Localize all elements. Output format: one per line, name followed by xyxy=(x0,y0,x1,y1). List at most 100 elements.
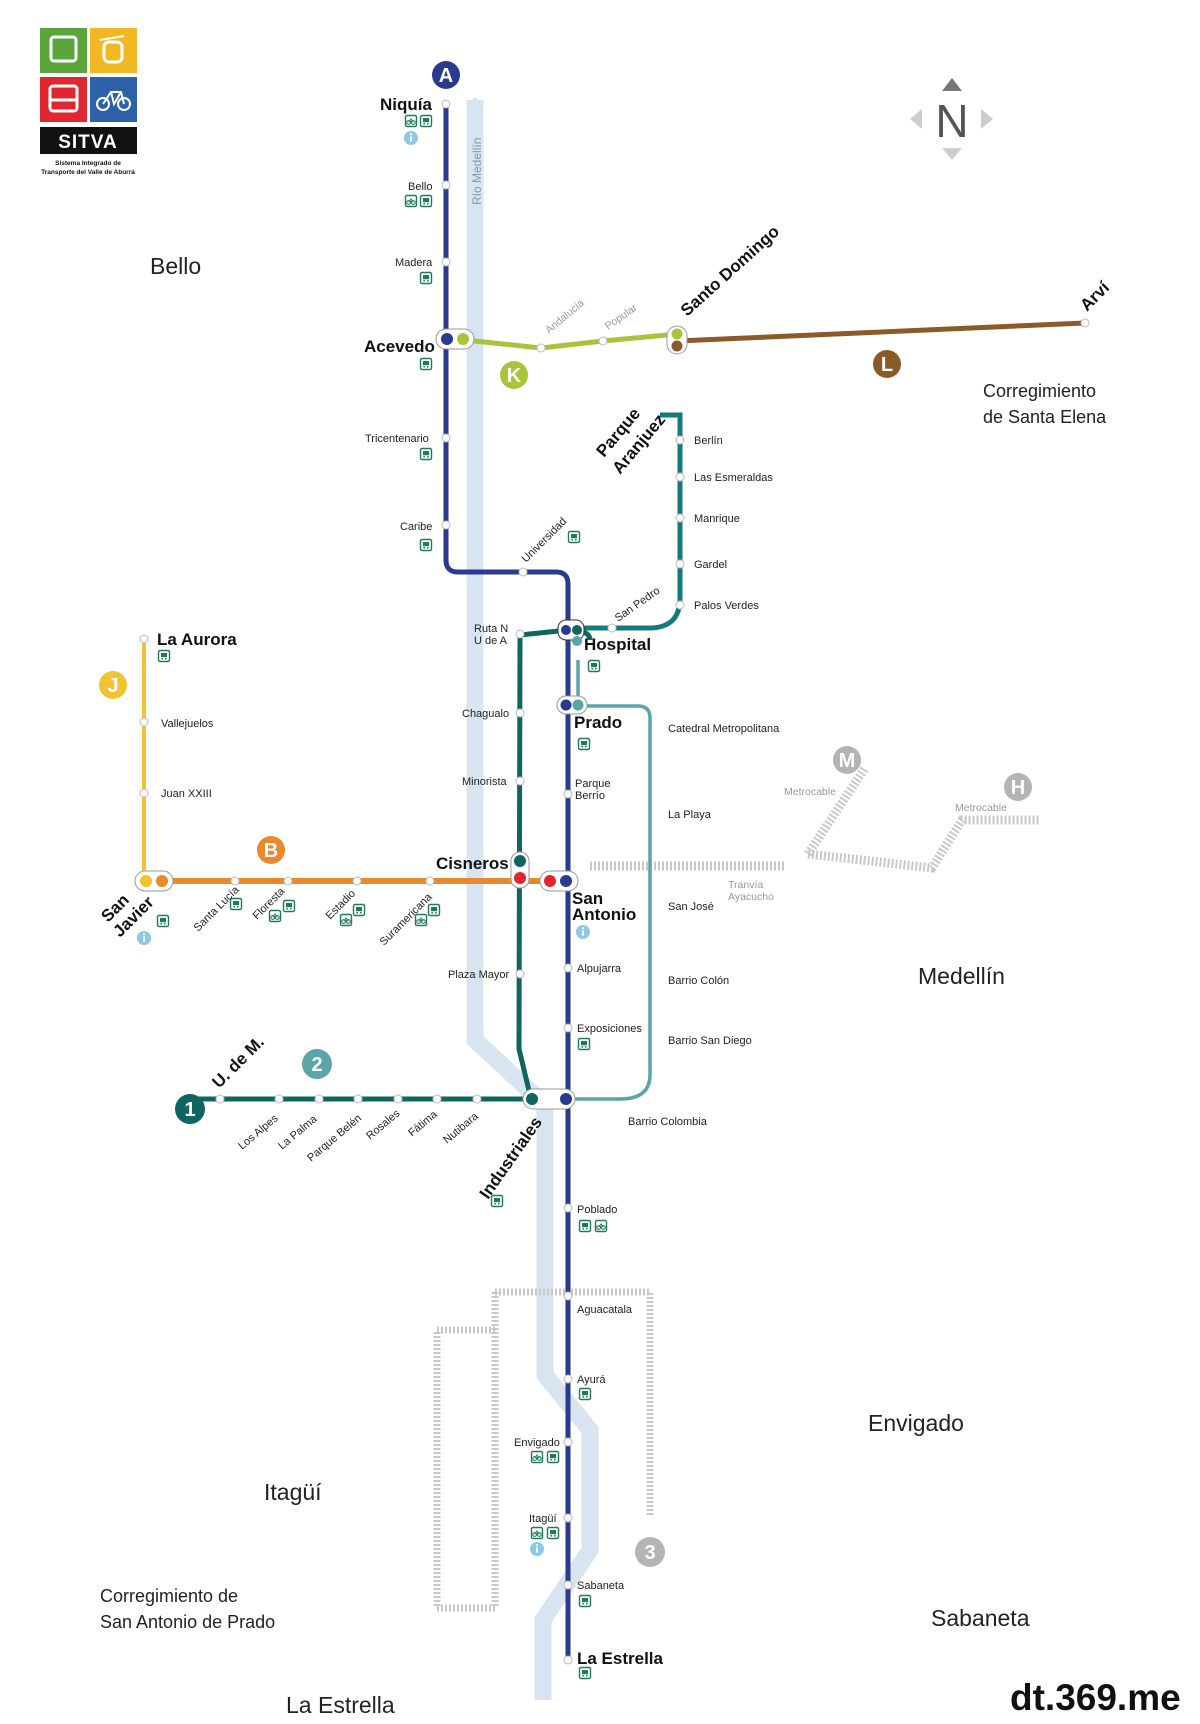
station-palos-verdes[interactable]: Palos Verdes xyxy=(694,600,759,612)
line-l-badge[interactable]: L xyxy=(873,350,901,378)
station-fatima[interactable]: Fátima xyxy=(406,1108,440,1139)
station-san-jose[interactable]: San José xyxy=(668,901,714,913)
station-alpujarra[interactable]: Alpujarra xyxy=(577,963,622,975)
station-gardel[interactable]: Gardel xyxy=(694,559,727,571)
station-madera[interactable]: Madera xyxy=(395,257,433,269)
station-juan-xxiii[interactable]: Juan XXIII xyxy=(161,788,212,800)
svg-text:J: J xyxy=(107,675,118,697)
station-ayura[interactable]: Ayurá xyxy=(577,1374,606,1386)
station-berlin[interactable]: Berlín xyxy=(694,435,723,447)
station-la-aurora[interactable]: La Aurora xyxy=(157,630,237,649)
interchange-hospital[interactable] xyxy=(557,619,585,646)
line-k-badge[interactable]: K xyxy=(500,361,528,389)
station-la-estrella[interactable]: La Estrella xyxy=(577,1649,664,1668)
line-j-badge[interactable]: J xyxy=(99,671,127,699)
svg-text:2: 2 xyxy=(311,1054,322,1076)
station-andalucia[interactable]: Andalucía xyxy=(543,297,587,336)
station-bello[interactable]: Bello xyxy=(408,181,432,193)
station-nutibara[interactable]: Nutibara xyxy=(441,1110,481,1146)
station-santo-domingo[interactable]: Santo Domingo xyxy=(677,222,783,320)
station-parque-berrio-1[interactable]: Parque xyxy=(575,778,610,790)
line-a xyxy=(443,103,571,1660)
interchange-prado[interactable] xyxy=(556,695,588,715)
station-la-palma[interactable]: La Palma xyxy=(276,1113,320,1153)
svg-text:M: M xyxy=(839,750,856,772)
logo-subtitle-2: Transporte del Valle de Aburrá xyxy=(41,169,135,176)
station-barrio-san-diego[interactable]: Barrio San Diego xyxy=(668,1035,752,1047)
district-envigado: Envigado xyxy=(868,1410,964,1436)
interchange-acevedo[interactable] xyxy=(435,328,475,350)
line-3-badge[interactable]: 3 xyxy=(635,1537,665,1567)
station-san-antonio-1[interactable]: San xyxy=(572,889,603,908)
sitva-logo: SITVA Sistema Integrado de Transporte de… xyxy=(40,28,137,176)
station-sabaneta[interactable]: Sabaneta xyxy=(577,1580,625,1592)
station-las-esmeraldas[interactable]: Las Esmeraldas xyxy=(694,472,773,484)
interchange-santo-domingo[interactable] xyxy=(666,325,688,355)
district-sabaneta: Sabaneta xyxy=(931,1605,1030,1631)
metrocable-m-label: Metrocable xyxy=(784,786,836,798)
district-santa-elena-2: de Santa Elena xyxy=(983,407,1107,427)
station-niquia[interactable]: Niquía xyxy=(380,95,432,114)
station-universidad[interactable]: Universidad xyxy=(520,516,570,566)
line-a-badge[interactable]: A xyxy=(432,61,460,89)
station-exposiciones[interactable]: Exposiciones xyxy=(577,1023,642,1035)
station-ruta-n-2[interactable]: U de A xyxy=(474,635,508,647)
station-barrio-colon[interactable]: Barrio Colón xyxy=(668,975,729,987)
station-itagui[interactable]: Itagüí xyxy=(529,1513,557,1525)
interchange-cisneros[interactable] xyxy=(510,851,530,889)
north-label: N xyxy=(935,95,968,147)
station-minorista[interactable]: Minorista xyxy=(462,776,508,788)
district-medellin: Medellín xyxy=(918,963,1005,989)
station-u-de-m[interactable]: U. de M. xyxy=(208,1032,268,1092)
district-sanantonio-1: Corregimiento de xyxy=(100,1586,238,1606)
line-m-badge[interactable]: M xyxy=(833,746,861,774)
station-poblado[interactable]: Poblado xyxy=(577,1204,617,1216)
line-1-badge[interactable]: 1 xyxy=(175,1094,205,1124)
station-barrio-colombia[interactable]: Barrio Colombia xyxy=(628,1116,708,1128)
station-parque-berrio-2[interactable]: Berrío xyxy=(575,790,605,802)
interchange-san-antonio[interactable] xyxy=(539,870,579,892)
station-chagualo[interactable]: Chagualo xyxy=(462,708,509,720)
tranvia-label-2: Ayacucho xyxy=(728,891,774,903)
station-popular[interactable]: Popular xyxy=(603,302,640,333)
station-hospital[interactable]: Hospital xyxy=(584,635,651,654)
svg-text:B: B xyxy=(264,840,278,862)
logo-subtitle-1: Sistema Integrado de xyxy=(55,160,121,167)
svg-text:L: L xyxy=(881,354,893,376)
station-envigado[interactable]: Envigado xyxy=(514,1437,560,1449)
district-bello: Bello xyxy=(150,253,201,279)
station-vallejuelos[interactable]: Vallejuelos xyxy=(161,718,214,730)
station-ruta-n-1[interactable]: Ruta N xyxy=(474,623,508,635)
station-catedral[interactable]: Catedral Metropolitana xyxy=(668,723,780,735)
station-cisneros[interactable]: Cisneros xyxy=(436,854,509,873)
station-san-pedro[interactable]: San Pedro xyxy=(613,585,662,625)
station-la-playa[interactable]: La Playa xyxy=(668,809,712,821)
line-h-badge[interactable]: H xyxy=(1004,773,1032,801)
cable-car-icon xyxy=(90,28,137,73)
line-k xyxy=(454,331,678,351)
station-aguacatala[interactable]: Aguacatala xyxy=(577,1304,633,1316)
station-plaza-mayor[interactable]: Plaza Mayor xyxy=(448,969,509,981)
svg-text:1: 1 xyxy=(184,1099,195,1121)
station-los-alpes[interactable]: Los Alpes xyxy=(236,1112,281,1152)
line-3 xyxy=(433,1288,654,1612)
logo-title: SITVA xyxy=(58,132,118,153)
line-b-badge[interactable]: B xyxy=(257,836,285,864)
station-arvi[interactable]: Arví xyxy=(1076,277,1114,315)
line-2 xyxy=(531,660,652,1101)
interchange-san-javier[interactable] xyxy=(134,870,174,892)
interchange-industriales[interactable] xyxy=(522,1088,576,1110)
station-prado[interactable]: Prado xyxy=(574,713,622,732)
station-acevedo[interactable]: Acevedo xyxy=(364,337,435,356)
station-industriales[interactable]: Industriales xyxy=(476,1113,546,1202)
station-caribe[interactable]: Caribe xyxy=(400,521,432,533)
station-rosales[interactable]: Rosales xyxy=(364,1107,403,1142)
station-manrique[interactable]: Manrique xyxy=(694,513,740,525)
line-2-badge[interactable]: 2 xyxy=(302,1049,332,1079)
line-1 xyxy=(190,627,593,1102)
district-sanantonio-2: San Antonio de Prado xyxy=(100,1612,275,1632)
station-san-antonio-2[interactable]: Antonio xyxy=(572,905,636,924)
river-label: Río Medellín xyxy=(470,138,484,205)
station-tricentenario[interactable]: Tricentenario xyxy=(365,433,429,445)
